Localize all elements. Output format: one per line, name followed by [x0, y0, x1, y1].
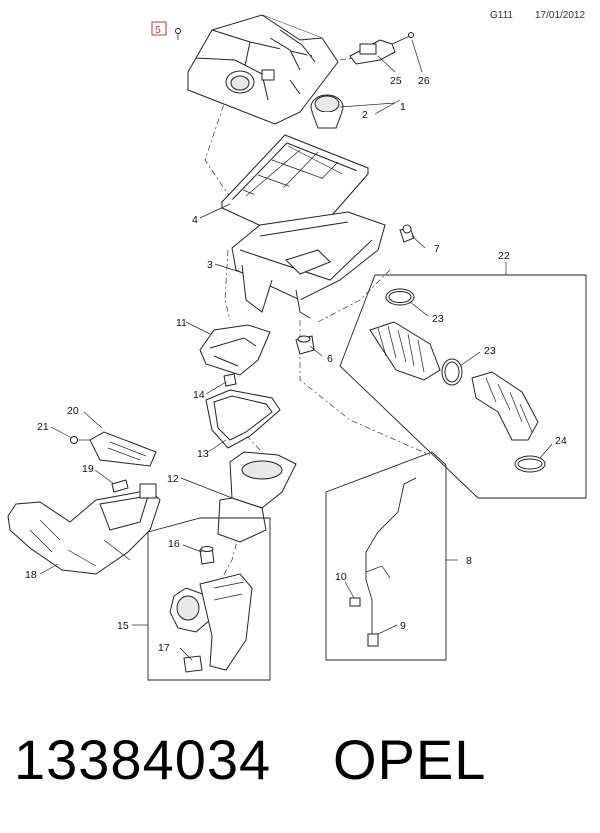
callout-16: 16 [168, 538, 180, 550]
callout-17: 17 [158, 642, 170, 654]
part-16-plug [199, 546, 215, 565]
callout-4: 4 [192, 214, 198, 226]
part-23-clamp-upper [385, 288, 415, 306]
part-2-seal-ring [310, 94, 344, 129]
assembly-line [224, 249, 231, 321]
callout-18: 18 [25, 569, 37, 581]
part-22-hose [369, 321, 441, 381]
part-7-grommet [399, 224, 415, 243]
callout-21: 21 [37, 421, 49, 433]
part-19-clip [111, 479, 129, 493]
callout-8: 8 [466, 555, 472, 567]
callout-19: 19 [82, 463, 94, 475]
brand-name: OPEL [333, 728, 487, 791]
callout-1: 1 [400, 101, 406, 113]
callout-24: 24 [555, 435, 567, 447]
callout-20: 20 [67, 405, 79, 417]
callout-2: 2 [362, 109, 368, 121]
callout-5: 5 [155, 24, 161, 36]
callout-13: 13 [197, 448, 209, 460]
assembly-line [317, 269, 391, 323]
part-14-clip [223, 373, 237, 387]
part-number: 13384034 [14, 728, 272, 791]
callout-9: 9 [400, 620, 406, 632]
leader-lines [39, 39, 553, 661]
part-25-sensor [349, 32, 414, 65]
part-11-duct [199, 324, 271, 376]
callout-10: 10 [335, 571, 347, 583]
callout-labels: 1 2 3 4 5 6 7 8 9 10 11 12 13 14 15 16 1… [25, 24, 567, 654]
callout-3: 3 [207, 259, 213, 271]
part-9-connector [367, 633, 379, 647]
callout-23-upper: 23 [432, 313, 444, 325]
callout-15: 15 [117, 620, 129, 632]
part-21-screw [70, 436, 90, 444]
group-8-box [325, 451, 447, 661]
callout-5-box [151, 21, 167, 36]
callout-26: 26 [418, 75, 430, 87]
callout-14: 14 [193, 389, 205, 401]
part-8-hose [365, 477, 417, 640]
callout-25: 25 [390, 75, 402, 87]
part-1-air-cleaner-cover [187, 14, 339, 125]
part-20-bracket [89, 431, 157, 467]
callout-11: 11 [176, 317, 187, 329]
part-15-duct [169, 573, 253, 671]
diagram-code: G111 [490, 10, 513, 21]
diagram-date: 17/01/2012 [535, 10, 586, 21]
part-13-gasket [205, 389, 281, 449]
part-24-elbow [471, 371, 539, 441]
part-3-lower-housing [231, 211, 386, 319]
group-15-box [147, 517, 271, 681]
parts-diagram: 1 2 3 4 5 6 7 8 9 10 11 12 13 14 15 16 1… [7, 14, 587, 681]
part-17-grommet [183, 655, 203, 673]
assembly-line [204, 91, 233, 201]
part-5-screw [175, 28, 181, 40]
part-24-clamp [514, 455, 546, 473]
callout-7: 7 [434, 243, 440, 255]
callout-22: 22 [498, 250, 510, 262]
part-10-clip [349, 597, 361, 607]
part-23-clamp-lower [441, 358, 463, 386]
group-22-box [339, 274, 587, 499]
callout-12: 12 [167, 473, 179, 485]
callout-6: 6 [327, 353, 333, 365]
part-6-grommet [295, 335, 315, 355]
callout-23-lower: 23 [484, 345, 496, 357]
part-18-resonator [7, 483, 161, 575]
